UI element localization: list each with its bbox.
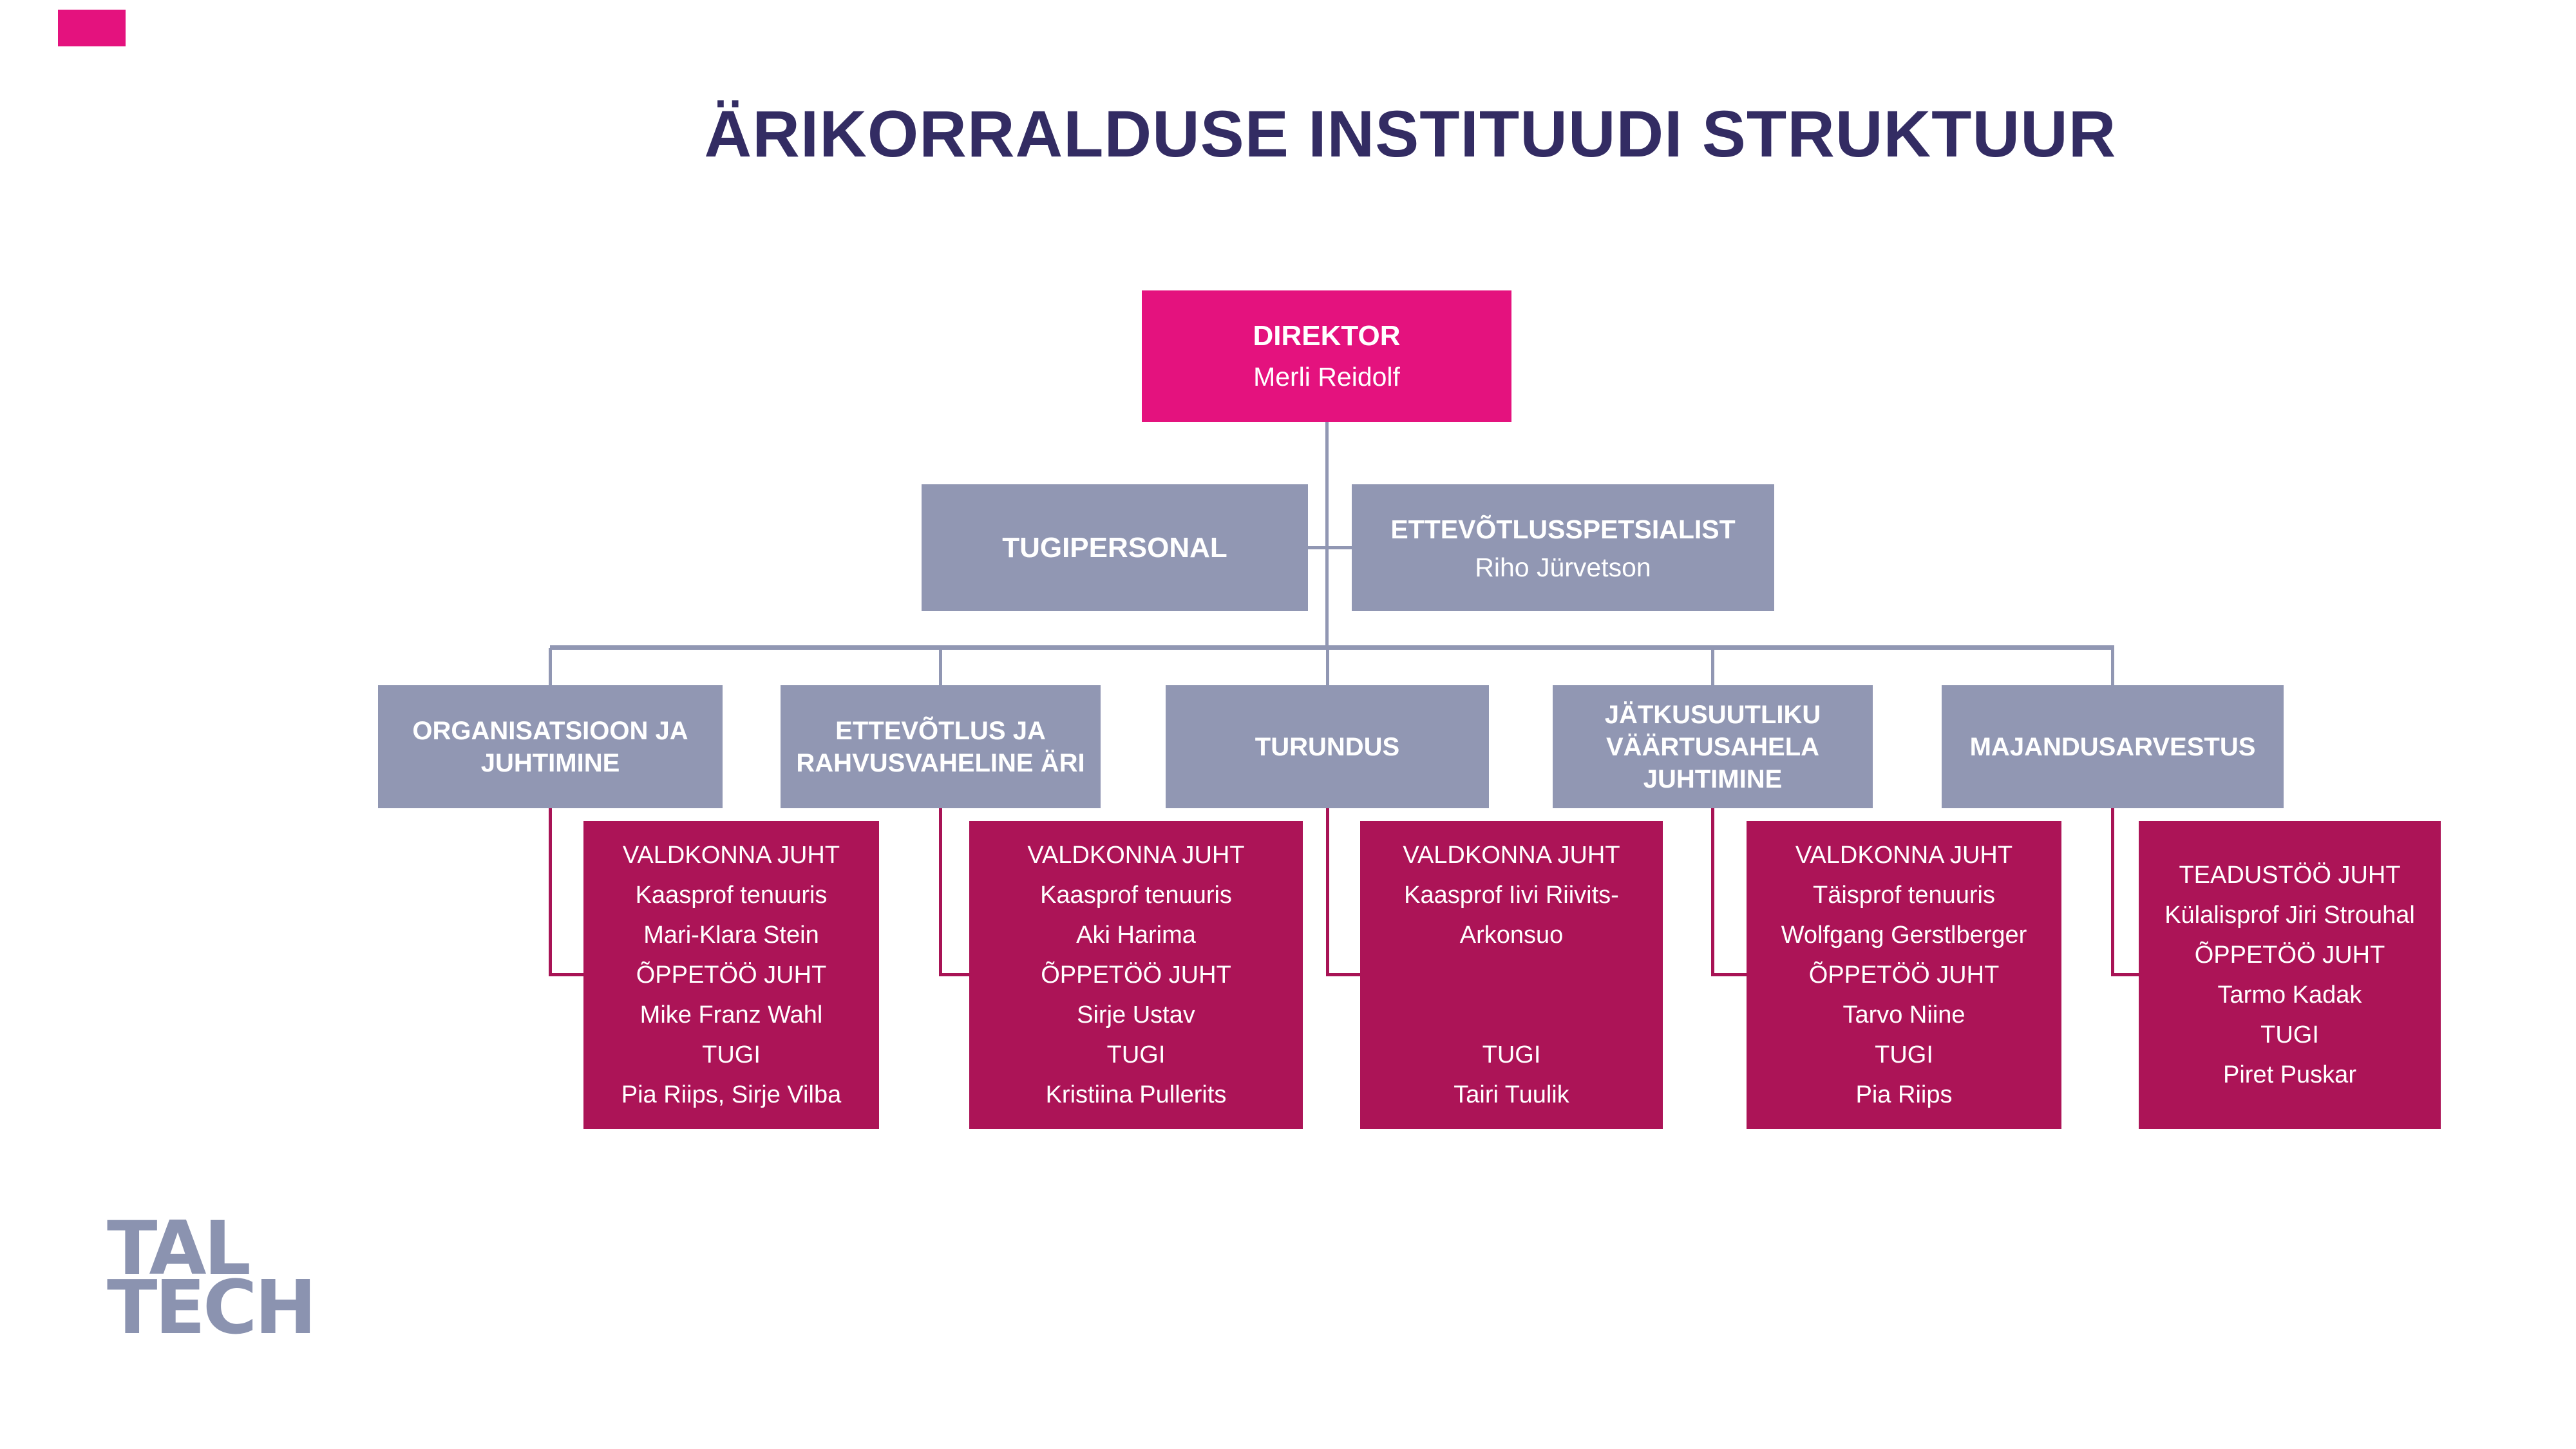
node-detail-ettevotlus: VALDKONNA JUHT Kaasprof tenuuris Aki Har… (969, 821, 1303, 1129)
detail-line: Tarvo Niine (1842, 1001, 1965, 1028)
node-branch-organisatsioon: ORGANISATSIOON JA JUHTIMINE (378, 685, 723, 808)
detail-line: Pia Riips, Sirje Vilba (621, 1081, 842, 1108)
branch-title: ORGANISATSIOON JA JUHTIMINE (412, 716, 688, 777)
detail-line: VALDKONNA JUHT (622, 842, 840, 869)
detail-line: Wolfgang Gerstlberger (1781, 922, 2027, 949)
detail-line: ÕPPETÖÖ JUHT (2194, 942, 2385, 969)
connector-detail2-vertical (939, 808, 942, 976)
slide-corner-mark (58, 10, 126, 46)
branch-title: MAJANDUSARVESTUS (1969, 732, 2256, 761)
detail-line: Mari-Klara Stein (643, 922, 819, 949)
detail-line (1365, 995, 1658, 1035)
node-branch-majandusarvestus: MAJANDUSARVESTUS (1942, 685, 2284, 808)
connector-branch2-stub (939, 648, 942, 685)
connector-branch3-stub (1326, 648, 1329, 685)
detail-line: Tarmo Kadak (2217, 981, 2362, 1009)
node-ettevotlusspetsialist-name: Riho Jürvetson (1475, 552, 1651, 582)
taltech-logo-line2: TECH (107, 1265, 317, 1351)
node-ettevotlusspetsialist-title: ETTEVÕTLUSSPETSIALIST (1390, 514, 1736, 544)
node-ettevotlusspetsialist: ETTEVÕTLUSSPETSIALIST Riho Jürvetson (1352, 484, 1774, 611)
connector-detail4-horizontal (1711, 973, 1748, 976)
node-direktor: DIREKTOR Merli Reidolf (1142, 290, 1511, 422)
detail-line: TUGI (1875, 1041, 1933, 1068)
detail-line: Külalisprof Jiri Strouhal (2164, 902, 2415, 929)
detail-line: TUGI (2260, 1021, 2319, 1048)
detail-line: Piret Puskar (2223, 1061, 2356, 1088)
connector-branch5-stub (2111, 648, 2114, 685)
detail-line: ÕPPETÖÖ JUHT (1041, 961, 1231, 989)
connector-detail5-horizontal (2111, 973, 2140, 976)
connector-detail4-vertical (1711, 808, 1714, 976)
taltech-logo-line1: TAL (107, 1206, 251, 1292)
detail-line: ÕPPETÖÖ JUHT (636, 961, 827, 989)
connector-detail3-vertical (1326, 808, 1329, 976)
node-detail-jatkusuutliku: VALDKONNA JUHT Täisprof tenuuris Wolfgan… (1747, 821, 2061, 1129)
connector-branch4-stub (1711, 648, 1714, 685)
detail-line: Täisprof tenuuris (1812, 882, 1995, 909)
connector-detail1-vertical (549, 808, 552, 976)
detail-line: TEADUSTÖÖ JUHT (2179, 862, 2401, 889)
detail-line: VALDKONNA JUHT (1027, 842, 1245, 869)
node-tugipersonal: TUGIPERSONAL (922, 484, 1308, 611)
detail-line: VALDKONNA JUHT (1795, 842, 2013, 869)
connector-bus-horizontal (550, 645, 2114, 650)
connector-detail1-horizontal (549, 973, 585, 976)
node-direktor-title: DIREKTOR (1253, 320, 1401, 352)
detail-line: Kaasprof Iivi Riivits-Arkonsuo (1404, 882, 1619, 949)
node-tugipersonal-title: TUGIPERSONAL (1002, 531, 1227, 564)
connector-detail3-horizontal (1326, 973, 1361, 976)
branch-title: TURUNDUS (1255, 732, 1400, 761)
node-detail-majandusarvestus: TEADUSTÖÖ JUHT Külalisprof Jiri Strouhal… (2139, 821, 2441, 1129)
node-branch-jatkusuutliku: JÄTKUSUUTLIKU VÄÄRTUSAHELA JUHTIMINE (1553, 685, 1873, 808)
page-title: ÄRIKORRALDUSE INSTITUUDI STRUKTUUR (704, 97, 2117, 171)
detail-line: Tairi Tuulik (1454, 1081, 1569, 1108)
taltech-logo: TAL TECH (107, 1206, 317, 1351)
detail-line: TUGI (1482, 1041, 1541, 1068)
node-direktor-name: Merli Reidolf (1253, 362, 1400, 392)
node-branch-turundus: TURUNDUS (1166, 685, 1489, 808)
detail-line: TUGI (1106, 1041, 1166, 1068)
node-detail-organisatsioon: VALDKONNA JUHT Kaasprof tenuuris Mari-Kl… (583, 821, 879, 1129)
connector-detail2-horizontal (939, 973, 971, 976)
detail-line: Aki Harima (1076, 922, 1196, 949)
detail-line: ÕPPETÖÖ JUHT (1808, 961, 2000, 989)
connector-detail5-vertical (2111, 808, 2114, 976)
detail-line (1365, 955, 1658, 995)
connector-branch1-stub (549, 648, 552, 685)
detail-line: TUGI (702, 1041, 761, 1068)
node-branch-ettevotlus: ETTEVÕTLUS JA RAHVUSVAHELINE ÄRI (781, 685, 1101, 808)
branch-title: JÄTKUSUUTLIKU VÄÄRTUSAHELA JUHTIMINE (1604, 700, 1821, 793)
branch-title: ETTEVÕTLUS JA RAHVUSVAHELINE ÄRI (796, 716, 1085, 777)
detail-line: Mike Franz Wahl (639, 1001, 823, 1028)
detail-line: Kaasprof tenuuris (635, 882, 828, 909)
node-detail-turundus: VALDKONNA JUHT Kaasprof Iivi Riivits-Ark… (1360, 821, 1663, 1129)
connector-staff-horizontal (1308, 546, 1352, 549)
detail-line: Kristiina Pullerits (1045, 1081, 1227, 1108)
detail-line: Sirje Ustav (1077, 1001, 1195, 1028)
connector-direktor-vertical (1325, 422, 1329, 648)
detail-line: Pia Riips (1855, 1081, 1953, 1108)
detail-line: VALDKONNA JUHT (1403, 842, 1620, 869)
detail-line: Kaasprof tenuuris (1040, 882, 1232, 909)
